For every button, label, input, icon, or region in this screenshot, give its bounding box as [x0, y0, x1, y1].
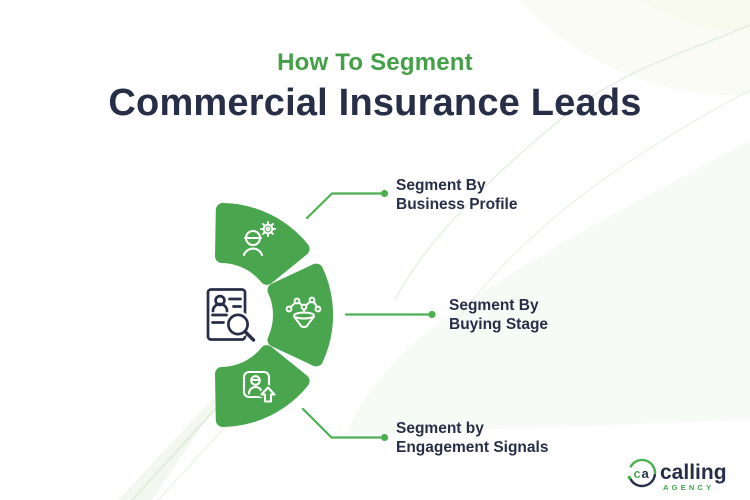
label-line: Segment by	[396, 420, 484, 437]
profile-up-arrow-icon	[242, 370, 278, 405]
bg-wave-line-2	[449, 89, 750, 331]
arc-segment-buying-stage	[267, 263, 333, 367]
connector-business-profile	[305, 192, 385, 220]
up-arrow-icon	[260, 386, 276, 403]
bg-wave-line-1	[394, 24, 750, 301]
magnifier-glass	[227, 313, 249, 336]
logo-name: calling	[660, 461, 727, 484]
label-business-profile: Segment By Business Profile	[396, 176, 517, 214]
logo-monogram-a: a	[642, 466, 650, 481]
connector-dot-1	[380, 189, 389, 198]
gear-icon	[260, 221, 276, 237]
label-line: Business Profile	[396, 196, 518, 213]
arc-segment-business-profile	[215, 203, 310, 285]
person-gear-icon	[242, 221, 276, 257]
calling-agency-logo: c a calling AGENCY	[627, 458, 727, 492]
arc-segment-engagement-signals	[215, 345, 310, 427]
logo-monogram-c: c	[634, 466, 641, 481]
label-line: Segment By	[449, 297, 539, 314]
subtitle-how-to-segment: How To Segment	[277, 49, 473, 76]
bg-right-wave	[345, 140, 750, 435]
page-title: Commercial Insurance Leads	[108, 82, 642, 124]
label-buying-stage: Segment By Buying Stage	[449, 296, 548, 334]
bg-bottomleft-blob	[118, 372, 238, 500]
logo-subtitle: AGENCY	[663, 483, 714, 492]
connector-dot-2	[428, 310, 436, 319]
funnel-network-icon	[285, 296, 322, 328]
magnifier-handle	[243, 329, 256, 342]
profile-search-icon	[206, 288, 256, 342]
label-line: Buying Stage	[449, 316, 549, 333]
label-line: Engagement Signals	[396, 439, 549, 456]
headset-monogram-icon: c a	[627, 458, 657, 488]
label-line: Segment By	[396, 177, 486, 194]
bg-topright-wave	[520, 0, 750, 96]
connector-engagement-signals	[301, 407, 385, 439]
mic-dot	[627, 475, 632, 480]
label-engagement-signals: Segment by Engagement Signals	[396, 419, 548, 457]
connector-dot-3	[380, 433, 389, 442]
